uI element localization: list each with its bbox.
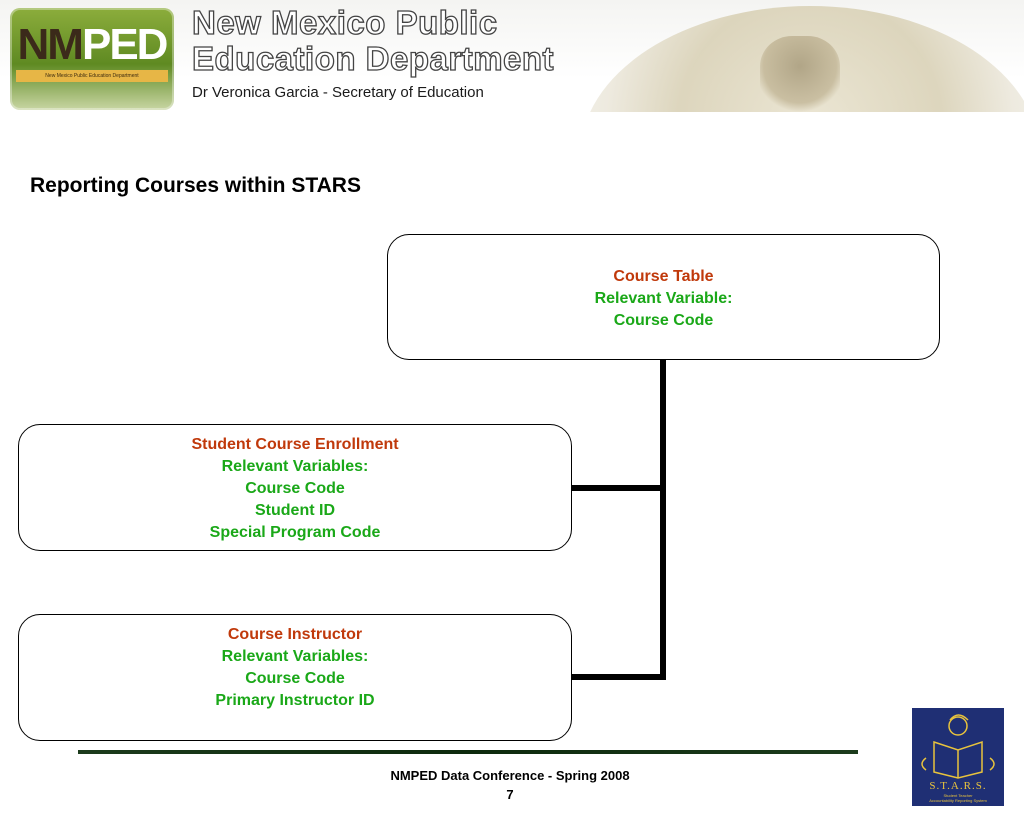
course-instructor-box: Course Instructor Relevant Variables: Co…	[18, 614, 572, 741]
enrollment-variable: Course Code	[245, 480, 345, 497]
student-course-enrollment-box: Student Course Enrollment Relevant Varia…	[18, 424, 572, 551]
eagle-icon	[760, 36, 840, 112]
logo-strip: New Mexico Public Education Department	[16, 70, 168, 82]
department-name-line2: Education Department	[191, 39, 555, 77]
instructor-variables-label: Relevant Variables:	[221, 648, 369, 665]
instructor-variable: Course Code	[245, 670, 345, 687]
department-name-line1: New Mexico Public	[191, 3, 498, 41]
course-table-box: Course Table Relevant Variable: Course C…	[387, 234, 940, 360]
nmped-logo: NMPED New Mexico Public Education Depart…	[10, 8, 174, 110]
reading-figure-icon	[921, 714, 995, 779]
enrollment-variable: Special Program Code	[209, 524, 381, 541]
footer-divider	[78, 750, 858, 754]
enrollment-variables-label: Relevant Variables:	[221, 458, 369, 475]
stars-logo-subtitle-line1: Student Teacher	[943, 793, 973, 798]
logo-initials-ped: PED	[81, 20, 168, 69]
stars-logo-title: S.T.A.R.S.	[929, 780, 987, 792]
logo-initials: NMPED	[16, 20, 169, 70]
footer-conference: NMPED Data Conference - Spring 2008	[390, 768, 630, 783]
enrollment-variable: Student ID	[255, 502, 335, 519]
instructor-variable: Primary Instructor ID	[215, 692, 375, 709]
header-banner: NMPED New Mexico Public Education Depart…	[0, 0, 1024, 112]
secretary-line: Dr Veronica Garcia - Secretary of Educat…	[192, 84, 484, 101]
course-table-variable: Course Code	[613, 312, 714, 329]
stars-logo: S.T.A.R.S. Student Teacher Accountabilit…	[912, 708, 1004, 806]
stars-logo-subtitle-line2: Accountability Reporting System	[929, 798, 987, 803]
enrollment-title: Student Course Enrollment	[191, 436, 399, 453]
slide-title: Reporting Courses within STARS	[30, 174, 361, 197]
page-number: 7	[506, 787, 514, 802]
logo-initials-nm: NM	[17, 20, 84, 69]
stars-logo-subtitle: Student Teacher Accountability Reporting…	[912, 793, 1004, 803]
course-table-title: Course Table	[613, 268, 714, 285]
course-table-variables-label: Relevant Variable:	[594, 290, 733, 307]
instructor-title: Course Instructor	[227, 626, 363, 643]
